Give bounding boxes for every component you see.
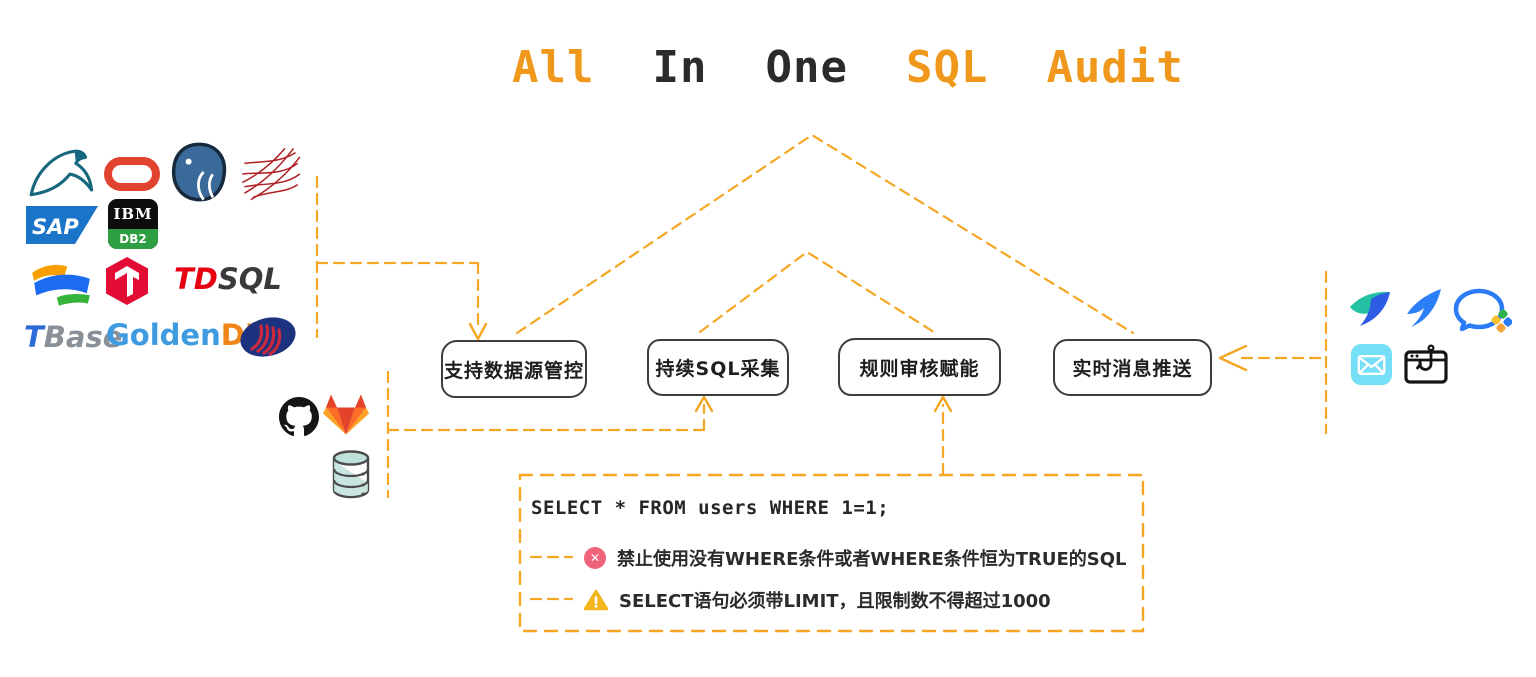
page-title: All In One SQL Audit xyxy=(512,42,1184,93)
database-icon xyxy=(330,449,372,499)
gitlab-icon xyxy=(322,391,370,436)
webhook-icon xyxy=(1404,344,1448,385)
github-icon xyxy=(279,397,319,437)
audit-rule-text: 禁止使用没有WHERE条件或者WHERE条件恒为TRUE的SQL xyxy=(617,549,1127,570)
oceanbase-logo xyxy=(28,260,94,306)
connector-roof-box2-box3 xyxy=(698,250,939,336)
warning-triangle-icon xyxy=(584,589,608,611)
audit-rule-error: ✕ 禁止使用没有WHERE条件或者WHERE条件恒为TRUE的SQL xyxy=(584,545,1127,571)
goldendb-logo-text: Golden xyxy=(106,318,221,352)
title-word: One xyxy=(765,42,848,93)
connector-roof-box1-box4 xyxy=(515,133,1135,335)
title-word: Audit xyxy=(1046,42,1184,93)
flow-box-datasource-management: 支持数据源管控 xyxy=(441,340,587,398)
flow-box-label: 实时消息推送 xyxy=(1072,358,1193,380)
arrow-up-icon xyxy=(694,395,714,413)
sap-logo: SAP xyxy=(26,206,98,244)
arrow-down-icon xyxy=(468,322,488,341)
mysql-logo xyxy=(26,144,104,202)
title-word: SQL xyxy=(905,42,989,93)
oracle-logo xyxy=(104,157,160,191)
tidb-logo xyxy=(104,256,150,306)
flow-box-label: 规则审核赋能 xyxy=(859,357,980,380)
rule-stub-dashes xyxy=(529,555,574,601)
tdsql-logo-text: TD xyxy=(174,262,218,296)
dingtalk-icon xyxy=(1405,288,1443,328)
postgresql-logo xyxy=(168,142,230,202)
flow-box-rule-audit: 规则审核赋能 xyxy=(838,338,1001,396)
flow-box-label: 支持数据源管控 xyxy=(443,359,584,382)
tdsql-logo-text: SQL xyxy=(217,262,282,296)
wecom-icon xyxy=(1452,288,1512,336)
sap-logo-text: SAP xyxy=(32,215,79,239)
sql-example-code: SELECT * FROM users WHERE 1=1; xyxy=(531,497,890,519)
arrow-up-icon xyxy=(933,395,953,413)
ibm-db2-logo: IBM DB2 xyxy=(108,199,158,249)
gbase-logo xyxy=(238,314,298,360)
arrow-left-icon xyxy=(1218,344,1248,372)
db2-logo-text: DB2 xyxy=(108,229,158,249)
ibm-logo-text: IBM xyxy=(113,205,153,223)
tbase-logo-text: Base xyxy=(43,320,123,354)
connector-datasources-to-box1 xyxy=(315,175,480,339)
flow-box-sql-collection: 持续SQL采集 xyxy=(647,339,789,396)
audit-rule-warning: SELECT语句必须带LIMIT，且限制数不得超过1000 xyxy=(584,587,1051,613)
tbase-logo-text: T xyxy=(24,320,44,354)
title-word: In xyxy=(652,42,708,93)
sqlserver-logo xyxy=(238,146,302,202)
flow-box-realtime-push: 实时消息推送 xyxy=(1053,339,1212,396)
flow-box-label: 持续SQL采集 xyxy=(655,358,781,380)
mail-icon xyxy=(1351,344,1392,385)
feishu-icon xyxy=(1347,287,1393,331)
error-circle-x-icon: ✕ xyxy=(584,547,606,569)
connector-channels-to-box4 xyxy=(1238,270,1328,435)
title-word: All xyxy=(512,42,595,93)
audit-rule-text: SELECT语句必须带LIMIT，且限制数不得超过1000 xyxy=(619,591,1051,612)
